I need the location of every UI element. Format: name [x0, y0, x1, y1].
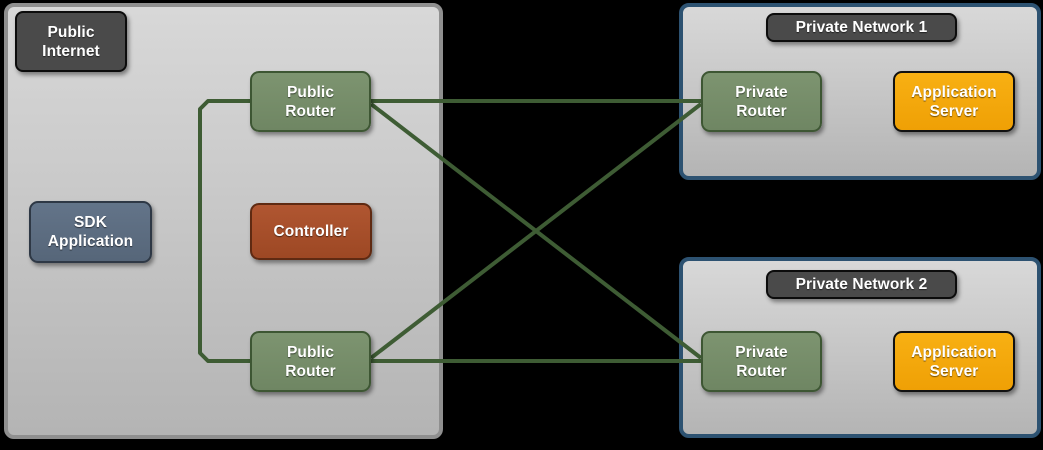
node-application-server-2[interactable]: Application Server — [893, 331, 1015, 392]
node-private-router-1[interactable]: Private Router — [701, 71, 822, 132]
application-server-1-line2: Server — [929, 102, 979, 120]
private-network-2-label: Private Network 2 — [766, 270, 957, 299]
node-public-router-1[interactable]: Public Router — [250, 71, 371, 132]
application-server-2-line1: Application — [911, 343, 997, 361]
node-application-server-1[interactable]: Application Server — [893, 71, 1015, 132]
private-network-1-label: Private Network 1 — [766, 13, 957, 42]
private-network-1-title: Private Network 1 — [795, 19, 928, 36]
public-router-1-line1: Public — [286, 83, 335, 101]
node-private-router-2[interactable]: Private Router — [701, 331, 822, 392]
private-router-1-line2: Router — [736, 102, 787, 120]
node-sdk-application[interactable]: SDK Application — [29, 201, 152, 263]
public-internet-label-line2: Internet — [42, 42, 100, 60]
public-internet-label-line1: Public — [47, 23, 95, 41]
private-router-1-line1: Private — [735, 83, 788, 101]
public-router-2-line2: Router — [285, 362, 336, 380]
sdk-application-line1: SDK — [73, 214, 108, 231]
application-server-1-line1: Application — [911, 83, 997, 101]
application-server-2-line2: Server — [929, 362, 979, 380]
node-controller[interactable]: Controller — [250, 203, 372, 260]
private-router-2-line2: Router — [736, 362, 787, 380]
controller-label: Controller — [273, 223, 349, 240]
private-router-2-line1: Private — [735, 343, 788, 361]
public-router-1-line2: Router — [285, 102, 336, 120]
private-network-2-title: Private Network 2 — [795, 276, 928, 293]
public-internet-label: Public Internet — [15, 11, 127, 72]
public-router-2-line1: Public — [286, 343, 335, 361]
sdk-application-line2: Application — [47, 233, 134, 250]
node-public-router-2[interactable]: Public Router — [250, 331, 371, 392]
